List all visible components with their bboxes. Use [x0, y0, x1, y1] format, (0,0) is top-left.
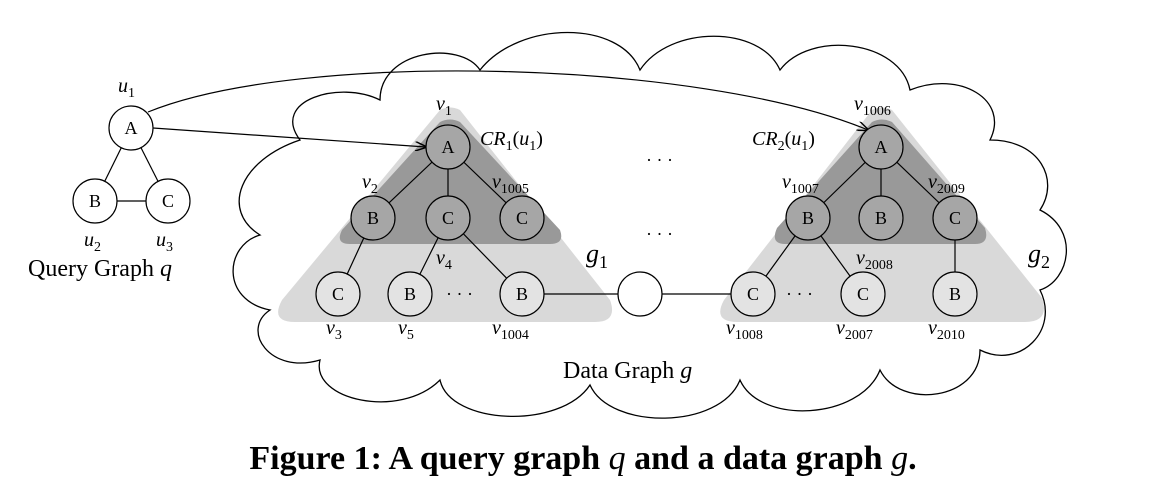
node-letter: B: [404, 284, 416, 304]
node-v5: B: [387, 271, 433, 317]
node-letter: C: [162, 191, 174, 211]
node-letter: C: [442, 208, 454, 228]
node-letter: B: [516, 284, 528, 304]
node-circle: [425, 124, 471, 170]
node-letter: B: [89, 191, 101, 211]
node-v2: B: [350, 195, 396, 241]
node-letter: C: [747, 284, 759, 304]
node-circle: [145, 178, 191, 224]
node-circle: [108, 105, 154, 151]
label-v1: v1: [436, 93, 452, 119]
node-circle: [858, 124, 904, 170]
label-v2008: v2008: [856, 247, 893, 273]
label-u3: u3: [156, 229, 173, 255]
node-circle: [315, 271, 361, 317]
label-v1006: v1006: [854, 93, 891, 119]
node-letter: C: [332, 284, 344, 304]
node-v3: C: [315, 271, 361, 317]
label-v4: v4: [436, 247, 452, 273]
label-g1: g1: [586, 239, 608, 272]
node-u3: C: [145, 178, 191, 224]
node-circle: [858, 195, 904, 241]
label-v2007: v2007: [836, 317, 873, 343]
node-circle: [425, 195, 471, 241]
cr2-label: CR2(u1): [752, 128, 815, 154]
label-v1007: v1007: [782, 171, 819, 197]
node-circle: [785, 195, 831, 241]
node-c1: C: [425, 195, 471, 241]
node-layer: A B C A B C C C B B A B B C C C B: [72, 105, 978, 317]
node-letter: B: [949, 284, 961, 304]
label-u2: u2: [84, 229, 101, 255]
node-letter: C: [949, 208, 961, 228]
ellipsis-middle: · · ·: [646, 224, 673, 244]
node-v1004: B: [499, 271, 545, 317]
label-v2: v2: [362, 171, 378, 197]
ellipsis-g1-bottom: · · ·: [446, 284, 473, 304]
node-v2010: B: [932, 271, 978, 317]
node-circle: [932, 271, 978, 317]
node-v1005: C: [499, 195, 545, 241]
label-g2: g2: [1028, 239, 1050, 272]
node-v1006: A: [858, 124, 904, 170]
node-letter: C: [857, 284, 869, 304]
node-circle: [499, 271, 545, 317]
node-u1: A: [108, 105, 154, 151]
label-v2010: v2010: [928, 317, 965, 343]
node-circle: [72, 178, 118, 224]
node-connector: [617, 271, 663, 317]
data-graph-title: Data Graph g: [563, 358, 692, 384]
node-letter: B: [367, 208, 379, 228]
query-graph-title: Query Graph q: [28, 256, 172, 282]
node-letter: A: [442, 137, 455, 157]
node-v1007: B: [785, 195, 831, 241]
node-v1: A: [425, 124, 471, 170]
arrow-u1-to-v1: [152, 127, 426, 147]
node-v2009: C: [932, 195, 978, 241]
figure-caption: Figure 1: A query graph q and a data gra…: [249, 440, 917, 477]
node-b1: B: [858, 195, 904, 241]
node-circle: [840, 271, 886, 317]
node-circle: [387, 271, 433, 317]
node-circle: [499, 195, 545, 241]
node-letter: B: [802, 208, 814, 228]
label-v5: v5: [398, 317, 414, 343]
node-letter: A: [875, 137, 888, 157]
label-v1008: v1008: [726, 317, 763, 343]
label-v2009: v2009: [928, 171, 965, 197]
node-circle: [932, 195, 978, 241]
label-u1: u1: [118, 75, 135, 101]
label-v1004: v1004: [492, 317, 529, 343]
label-v3: v3: [326, 317, 342, 343]
label-v1005: v1005: [492, 171, 529, 197]
node-letter: A: [125, 118, 138, 138]
ellipsis-g2-bottom: · · ·: [786, 284, 813, 304]
cr1-label: CR1(u1): [480, 128, 543, 154]
node-v1008: C: [730, 271, 776, 317]
ellipsis-top: · · ·: [646, 150, 673, 170]
node-v2007: C: [840, 271, 886, 317]
label-layer: u1 u2 u3 Query Graph q v1 CR1(u1) v2 v10…: [28, 75, 1050, 384]
node-circle: [350, 195, 396, 241]
node-circle: [730, 271, 776, 317]
node-u2: B: [72, 178, 118, 224]
node-letter: C: [516, 208, 528, 228]
node-letter: B: [875, 208, 887, 228]
arrow-u1-to-v1006: [147, 70, 868, 130]
